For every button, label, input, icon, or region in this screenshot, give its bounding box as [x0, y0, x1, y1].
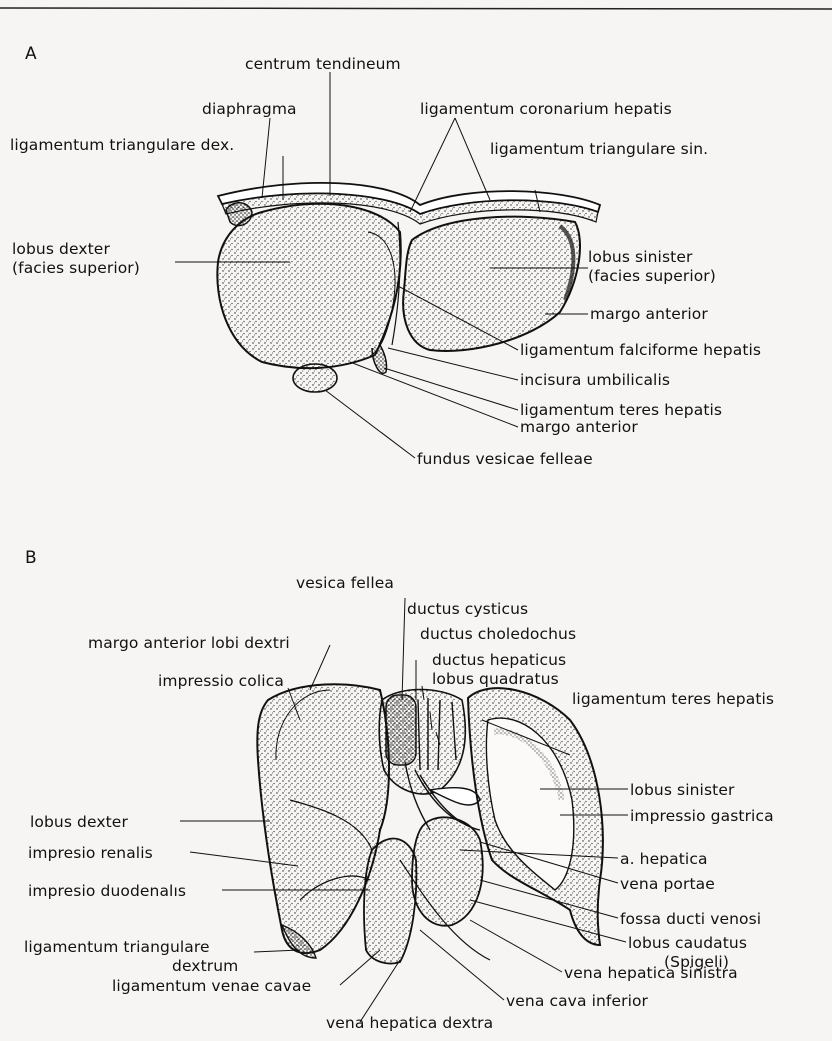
label-impressio-colica: impressio colica: [158, 672, 284, 690]
label-vena-portae: vena portae: [620, 875, 715, 893]
label-impressio-gastrica: impressio gastrica: [630, 807, 774, 825]
label-ligamentum-teres-b: ligamentum teres hepatis: [572, 690, 774, 708]
label-lobus-sinister: lobus sinister: [588, 248, 692, 266]
label-ductus-hepaticus: ductus hepaticus: [432, 651, 566, 669]
label-a-hepatica: a. hepatica: [620, 850, 708, 868]
label-margo-anterior-2: margo anterior: [520, 418, 638, 436]
label-lobus-sinister-facies: (facies superior): [588, 267, 716, 285]
label-vena-cava-inferior: vena cava inferior: [506, 992, 648, 1010]
label-ligamentum-triangulare-dextrum: ligamentum triangulare: [24, 938, 210, 956]
label-margo-anterior-1: margo anterior: [590, 305, 708, 323]
label-impresio-renalis: impresio renalis: [28, 844, 153, 862]
label-vena-hepatica-sinistra: vena hepatica sinistra: [564, 964, 738, 982]
label-ligamentum-triangulare-sin: ligamentum triangulare sin.: [490, 140, 708, 158]
label-ligamentum-triangulare-dextrum-2: dextrum: [172, 957, 238, 975]
label-fossa-ducti-venosi: fossa ducti venosi: [620, 910, 761, 928]
label-lobus-dexter-facies: (facies superior): [12, 259, 140, 277]
label-impresio-duodenalis: impresio duodenalıs: [28, 882, 186, 900]
label-margo-anterior-lobi-dextri: margo anterior lobi dextri: [88, 634, 290, 652]
label-vesica-fellea: vesica fellea: [296, 574, 394, 592]
label-ligamentum-teres-a: ligamentum teres hepatis: [520, 401, 722, 419]
label-lobus-dexter: lobus dexter: [12, 240, 110, 258]
label-ligamentum-coronarium: ligamentum coronarium hepatis: [420, 100, 672, 118]
label-vena-hepatica-dextra: vena hepatica dextra: [326, 1014, 493, 1032]
label-diaphragma: diaphragma: [202, 100, 297, 118]
panel-a-letter: A: [25, 44, 37, 64]
label-fundus-vesicae: fundus vesicae felleae: [417, 450, 593, 468]
label-incisura-umbilicalis: incisura umbilicalis: [520, 371, 670, 389]
label-lobus-quadratus: lobus quadratus: [432, 670, 559, 688]
label-centrum-tendineum: centrum tendineum: [245, 55, 401, 73]
label-ductus-choledochus: ductus choledochus: [420, 625, 576, 643]
label-ligamentum-falciforme: ligamentum falciforme hepatis: [520, 341, 761, 359]
label-ligamentum-triangulare-dex: ligamentum triangulare dex.: [10, 136, 234, 154]
panel-b-letter: B: [25, 548, 37, 568]
label-ligamentum-venae-cavae: ligamentum venae cavae: [112, 977, 311, 995]
label-lobus-caudatus: lobus caudatus: [628, 934, 747, 952]
label-ductus-cysticus: ductus cysticus: [407, 600, 528, 618]
label-lobus-sinister-b: lobus sinister: [630, 781, 734, 799]
label-lobus-dexter-b: lobus dexter: [30, 813, 128, 831]
